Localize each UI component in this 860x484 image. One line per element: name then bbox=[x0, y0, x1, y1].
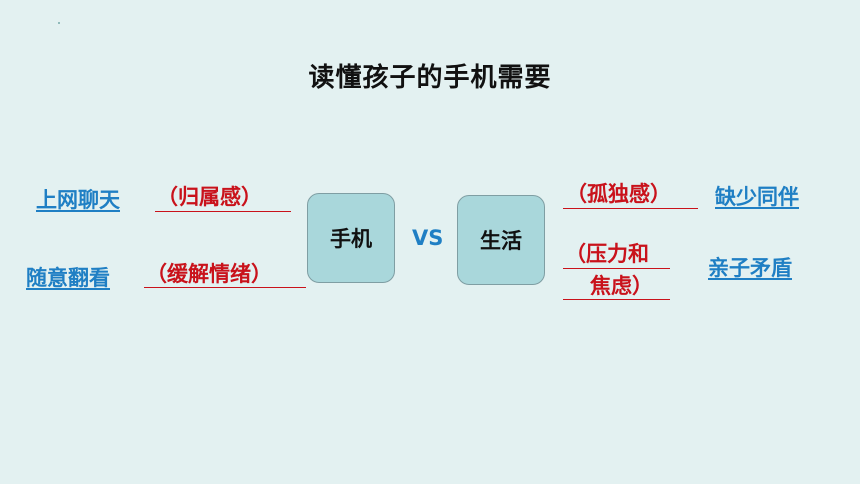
decorative-dot bbox=[58, 22, 60, 24]
feeling-pressure-line2: 焦虑） bbox=[590, 274, 653, 298]
feeling-belonging-underline bbox=[155, 211, 291, 212]
need-link-browsing[interactable]: 随意翻看 bbox=[26, 266, 110, 290]
phone-box: 手机 bbox=[307, 193, 395, 283]
need-link-online-chat[interactable]: 上网聊天 bbox=[36, 188, 120, 212]
phone-label: 手机 bbox=[330, 227, 372, 251]
feeling-pressure-underline-1 bbox=[563, 268, 670, 269]
feeling-loneliness-underline bbox=[563, 208, 698, 209]
vs-label: VS bbox=[412, 226, 444, 250]
life-box: 生活 bbox=[457, 195, 545, 285]
feeling-relieve-emotion-underline bbox=[144, 287, 306, 288]
feeling-pressure-underline-2 bbox=[563, 299, 670, 300]
life-label: 生活 bbox=[480, 229, 522, 253]
problem-link-parent-conflict[interactable]: 亲子矛盾 bbox=[708, 256, 792, 280]
feeling-belonging: （归属感） bbox=[157, 185, 262, 209]
page-title: 读懂孩子的手机需要 bbox=[308, 63, 552, 93]
feeling-pressure-line1: （压力和 bbox=[565, 242, 649, 266]
problem-link-no-peers[interactable]: 缺少同伴 bbox=[715, 185, 799, 209]
feeling-relieve-emotion: （缓解情绪） bbox=[146, 262, 272, 286]
feeling-loneliness: （孤独感） bbox=[566, 182, 671, 206]
